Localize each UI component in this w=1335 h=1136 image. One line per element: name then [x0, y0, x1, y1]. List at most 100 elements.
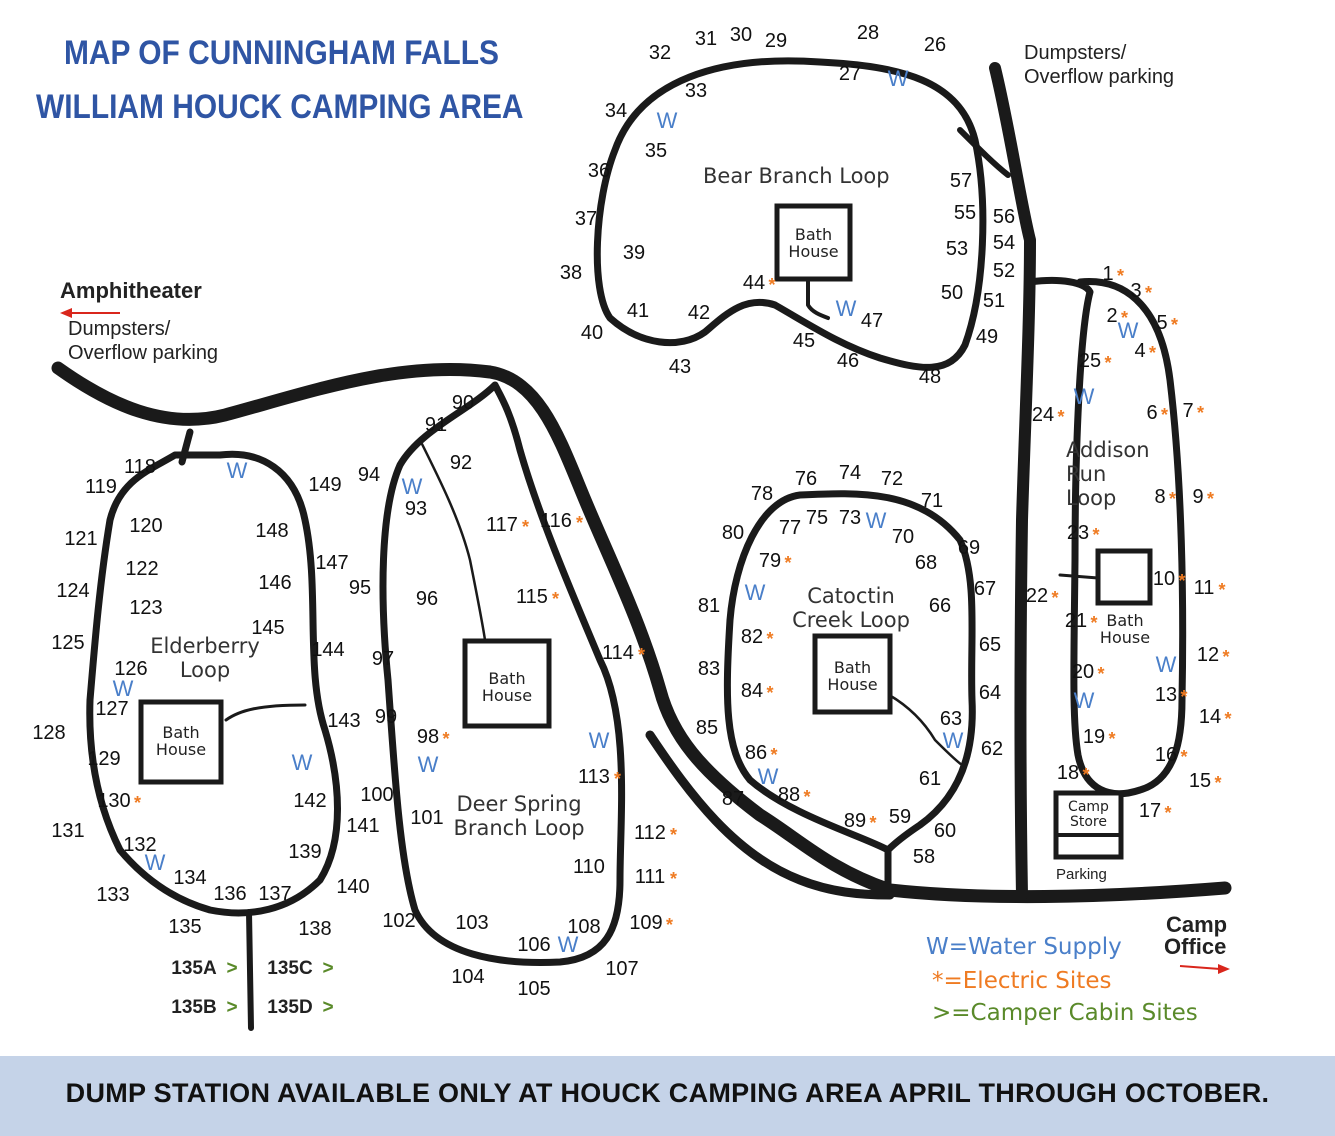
- bath-line-1: Bath: [794, 225, 833, 244]
- campsite-85: 85: [696, 717, 718, 739]
- electric-marker-8: *: [1169, 489, 1176, 509]
- campsite-3: 3: [1130, 280, 1141, 302]
- legend-electric: *=Electric Sites: [932, 968, 1112, 994]
- camp-store-label: Camp Store: [1058, 800, 1119, 830]
- water-supply-marker: W: [402, 474, 423, 499]
- campsite-131: 131: [51, 820, 84, 842]
- campsite-31: 31: [695, 28, 717, 50]
- campsite-1: 1: [1102, 263, 1113, 285]
- deer-line-1: Deer Spring: [456, 792, 582, 816]
- campsite-116: 116: [540, 510, 572, 532]
- campsite-137: 137: [258, 883, 291, 905]
- campsite-86: 86: [745, 742, 767, 764]
- campsite-26: 26: [924, 34, 946, 56]
- campsite-142: 142: [293, 790, 326, 812]
- campsite-123: 123: [129, 597, 162, 619]
- water-supply-marker: W: [113, 676, 134, 701]
- electric-marker-109: *: [666, 915, 673, 935]
- campsite-141: 141: [346, 815, 379, 837]
- water-supply-marker: W: [145, 850, 166, 875]
- campsite-138: 138: [298, 918, 331, 940]
- campsite-124: 124: [56, 580, 89, 602]
- campsite-66: 66: [929, 595, 951, 617]
- map-title-line-2: WILLIAM HOUCK CAMPING AREA: [36, 88, 524, 126]
- map-title-line-1: MAP OF CUNNINGHAM FALLS: [64, 34, 499, 72]
- camp-store-line-1: Camp: [1068, 799, 1109, 815]
- campsite-76: 76: [795, 468, 817, 490]
- campsite-111: 111: [635, 866, 665, 888]
- campsite-82: 82: [741, 626, 763, 648]
- campsite-103: 103: [455, 912, 488, 934]
- water-supply-marker: W: [558, 932, 579, 957]
- bath-house-addison: [1095, 548, 1153, 606]
- campsite-114: 114: [602, 642, 634, 664]
- campsite-149: 149: [308, 474, 341, 496]
- campsite-15: 15: [1189, 770, 1211, 792]
- electric-marker-130: *: [134, 793, 141, 813]
- campsite-128: 128: [32, 722, 65, 744]
- bath-line-1: Bath: [833, 658, 872, 677]
- electric-marker-14: *: [1224, 709, 1231, 729]
- water-supply-marker: W: [589, 728, 610, 753]
- electric-marker-9: *: [1207, 489, 1214, 509]
- water-supply-marker: W: [292, 750, 313, 775]
- electric-marker-4: *: [1149, 343, 1156, 363]
- campsite-18: 18: [1057, 762, 1079, 784]
- campsite-109: 109: [629, 912, 662, 934]
- campsite-75: 75: [806, 507, 828, 529]
- campsite-133: 133: [96, 884, 129, 906]
- campsite-122: 122: [125, 558, 158, 580]
- campsite-17: 17: [1139, 800, 1161, 822]
- campsite-29: 29: [765, 30, 787, 52]
- deer-line-2: Branch Loop: [453, 816, 585, 840]
- campsite-88: 88: [778, 784, 800, 806]
- main-road: [51, 361, 1232, 904]
- campsite-79: 79: [759, 550, 781, 572]
- camp-office-label-1: Camp: [1166, 912, 1228, 937]
- camp-office-label-2: Office: [1164, 934, 1227, 959]
- legend-cabin: >=Camper Cabin Sites: [932, 1000, 1198, 1026]
- bath-line-2: House: [788, 242, 839, 261]
- bath-line-2: House: [155, 740, 207, 759]
- electric-marker-16: *: [1180, 747, 1187, 767]
- campsite-71: 71: [921, 490, 943, 512]
- bath-house-elderberry-label: Bath House: [143, 724, 219, 758]
- campsite-46: 46: [837, 350, 859, 372]
- campsite-130: 130: [97, 790, 130, 812]
- bath-line-2: House: [1099, 628, 1151, 647]
- campsite-53: 53: [946, 238, 968, 260]
- cabin-marker-135D: >: [322, 997, 333, 1018]
- campsite-100: 100: [360, 784, 393, 806]
- catoctin-creek-loop-label: Catoctin Creek Loop: [784, 584, 918, 632]
- campsite-140: 140: [336, 876, 369, 898]
- connector-road: [645, 730, 895, 900]
- bath-house-catoctin: [812, 633, 893, 715]
- electric-marker-25: *: [1104, 353, 1111, 373]
- campsite-69: 69: [958, 537, 980, 559]
- electric-marker-84: *: [766, 683, 773, 703]
- campsite-61: 61: [919, 768, 941, 790]
- campsite-23: 23: [1067, 522, 1089, 544]
- campsite-72: 72: [881, 468, 903, 490]
- campsite-105: 105: [517, 978, 550, 1000]
- catoctin-loop-road: [723, 490, 976, 894]
- electric-marker-18: *: [1082, 765, 1089, 785]
- elderberry-line-2: Loop: [179, 658, 231, 682]
- campsite-92: 92: [450, 452, 472, 474]
- campsite-96: 96: [416, 588, 438, 610]
- water-supply-marker: W: [1074, 688, 1095, 713]
- campsite-39: 39: [623, 242, 645, 264]
- campsite-8: 8: [1154, 486, 1165, 508]
- bear-branch-loop-road: [593, 57, 987, 371]
- campsite-107: 107: [605, 958, 638, 980]
- campsite-104: 104: [451, 966, 484, 988]
- campsite-134: 134: [173, 867, 206, 889]
- campsite-146: 146: [258, 572, 291, 594]
- campsite-37: 37: [575, 208, 597, 230]
- electric-marker-12: *: [1222, 647, 1229, 667]
- campsite-47: 47: [861, 310, 883, 332]
- water-supply-marker: W: [418, 752, 439, 777]
- amphitheater-label: Amphitheater: [60, 278, 202, 303]
- cabin-site-135B: 135B: [171, 997, 216, 1018]
